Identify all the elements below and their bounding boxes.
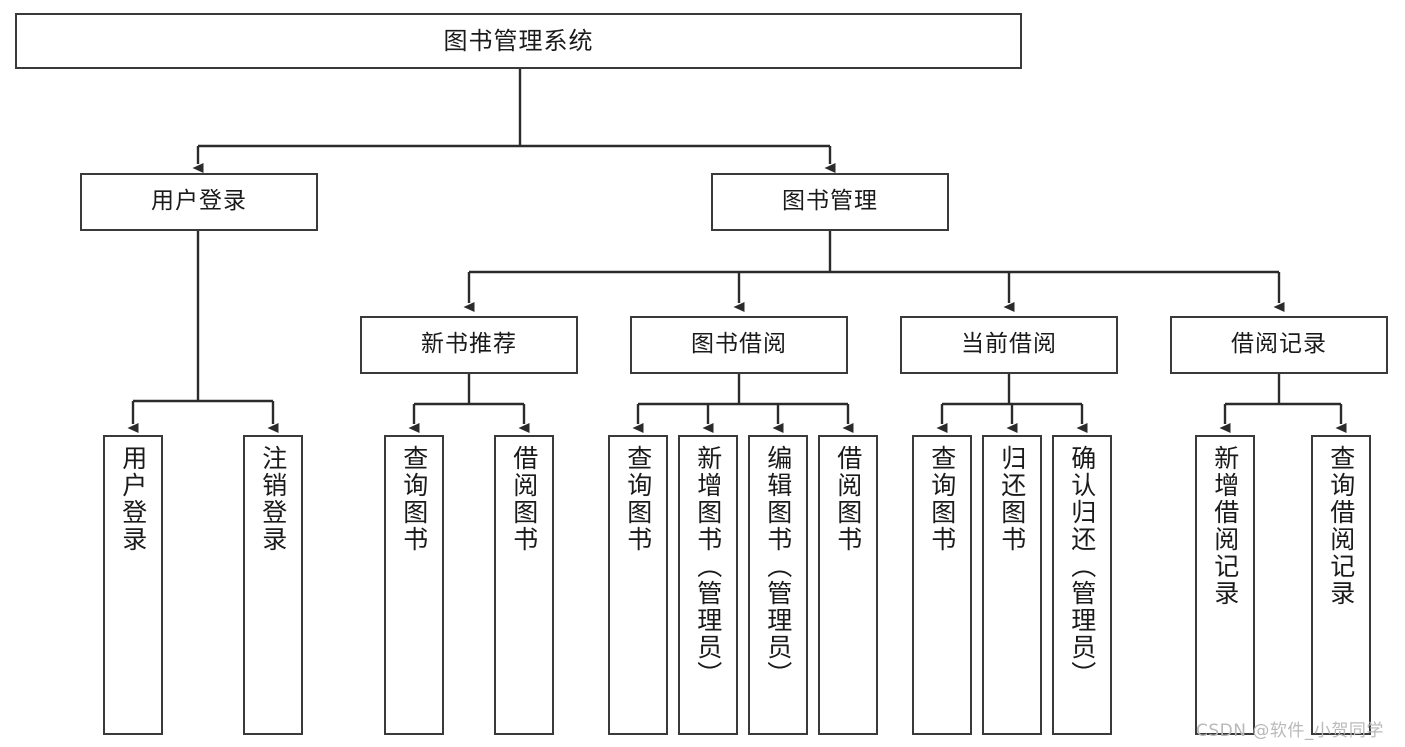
csdn-watermark: CSDN @软件_小贺同学 — [1196, 721, 1384, 741]
leaf-borrow-record-add[interactable]: 新增借阅记录 — [1195, 435, 1255, 735]
leaf-label: 查询借阅记录 — [1326, 445, 1356, 607]
leaf-book-borrow-query[interactable]: 查询图书 — [608, 435, 668, 735]
leaf-label: 注销登录 — [258, 445, 288, 553]
leaf-book-borrow-edit[interactable]: 编辑图书（管理员） — [748, 435, 808, 735]
leaf-label: 查询图书 — [623, 445, 653, 553]
leaf-current-borrow-return[interactable]: 归还图书 — [982, 435, 1042, 735]
leaf-label: 确认归还（管理员） — [1067, 445, 1097, 688]
node-current-borrow[interactable]: 当前借阅 — [900, 316, 1118, 374]
node-label: 借阅记录 — [1231, 331, 1327, 358]
leaf-label: 查询图书 — [399, 445, 429, 553]
node-root-system[interactable]: 图书管理系统 — [15, 13, 1022, 69]
leaf-label: 新增借阅记录 — [1210, 445, 1240, 607]
leaf-current-borrow-query[interactable]: 查询图书 — [912, 435, 972, 735]
leaf-label: 借阅图书 — [509, 445, 539, 553]
leaf-user-login-logout[interactable]: 注销登录 — [243, 435, 303, 735]
node-label: 当前借阅 — [961, 331, 1057, 358]
leaf-new-book-query[interactable]: 查询图书 — [384, 435, 444, 735]
leaf-book-borrow-lend[interactable]: 借阅图书 — [818, 435, 878, 735]
node-user-login[interactable]: 用户登录 — [80, 173, 318, 231]
node-label: 新书推荐 — [421, 331, 517, 358]
node-new-book-recommend[interactable]: 新书推荐 — [360, 316, 578, 374]
node-label: 图书管理系统 — [443, 26, 594, 55]
node-borrow-record[interactable]: 借阅记录 — [1170, 316, 1388, 374]
leaf-label: 用户登录 — [118, 445, 148, 553]
leaf-book-borrow-add[interactable]: 新增图书（管理员） — [678, 435, 738, 735]
leaf-label: 新增图书（管理员） — [693, 445, 723, 688]
node-label: 图书管理 — [782, 188, 878, 215]
leaf-label: 借阅图书 — [833, 445, 863, 553]
leaf-borrow-record-query[interactable]: 查询借阅记录 — [1311, 435, 1371, 735]
leaf-label: 查询图书 — [927, 445, 957, 553]
node-book-borrow[interactable]: 图书借阅 — [630, 316, 848, 374]
node-label: 图书借阅 — [691, 331, 787, 358]
leaf-label: 编辑图书（管理员） — [763, 445, 793, 688]
node-label: 用户登录 — [151, 188, 247, 215]
leaf-new-book-borrow[interactable]: 借阅图书 — [494, 435, 554, 735]
leaf-label: 归还图书 — [997, 445, 1027, 553]
node-book-manage[interactable]: 图书管理 — [711, 173, 949, 231]
leaf-current-borrow-confirm[interactable]: 确认归还（管理员） — [1052, 435, 1112, 735]
leaf-user-login-login[interactable]: 用户登录 — [103, 435, 163, 735]
